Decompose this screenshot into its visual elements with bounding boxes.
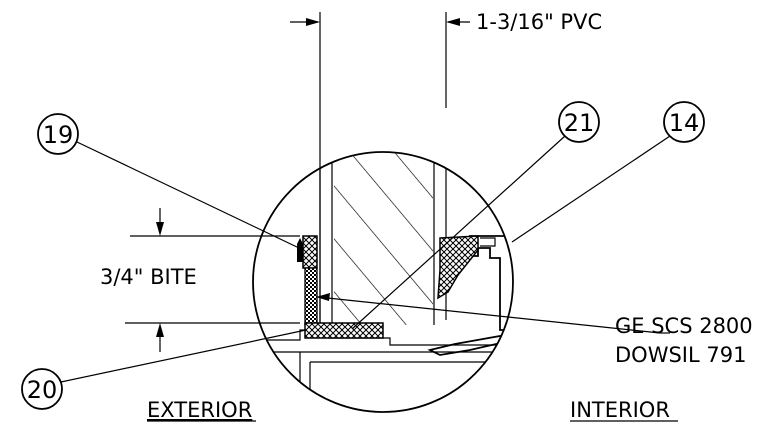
callout-21-leader	[351, 135, 566, 330]
interior-stop	[469, 235, 513, 331]
callout-19-bubble	[37, 113, 79, 155]
dimension-top-label: 1-3/16" PVC	[476, 10, 602, 34]
top-dimension	[290, 18, 470, 26]
sealant-label-line2: DOWSIL 791	[615, 343, 746, 367]
exterior-label: EXTERIOR	[147, 398, 252, 422]
callout-20: 20	[27, 376, 58, 404]
callout-14-bubble	[663, 101, 705, 143]
interior-gasket	[437, 235, 479, 300]
callout-14: 14	[669, 109, 700, 137]
sealant-label-line1: GE SCS 2800	[615, 314, 753, 338]
callout-14-leader	[511, 135, 671, 243]
exterior-tape	[302, 235, 318, 269]
setting-block	[304, 322, 384, 339]
callout-20-bubble	[21, 368, 63, 410]
callout-19: 19	[43, 121, 74, 149]
sealant-leader	[317, 296, 661, 334]
interior-label: INTERIOR	[570, 398, 670, 422]
structural-sealant	[304, 267, 318, 325]
glass-core-hatch	[334, 152, 433, 325]
callout-21: 21	[564, 109, 595, 137]
callout-21-bubble	[558, 101, 600, 143]
bite-dimension	[125, 208, 300, 352]
section-contents	[253, 152, 513, 412]
dimension-bite-label: 3/4" BITE	[100, 265, 197, 289]
callout-20-leader	[60, 329, 307, 383]
callout-19-leader	[76, 141, 300, 249]
